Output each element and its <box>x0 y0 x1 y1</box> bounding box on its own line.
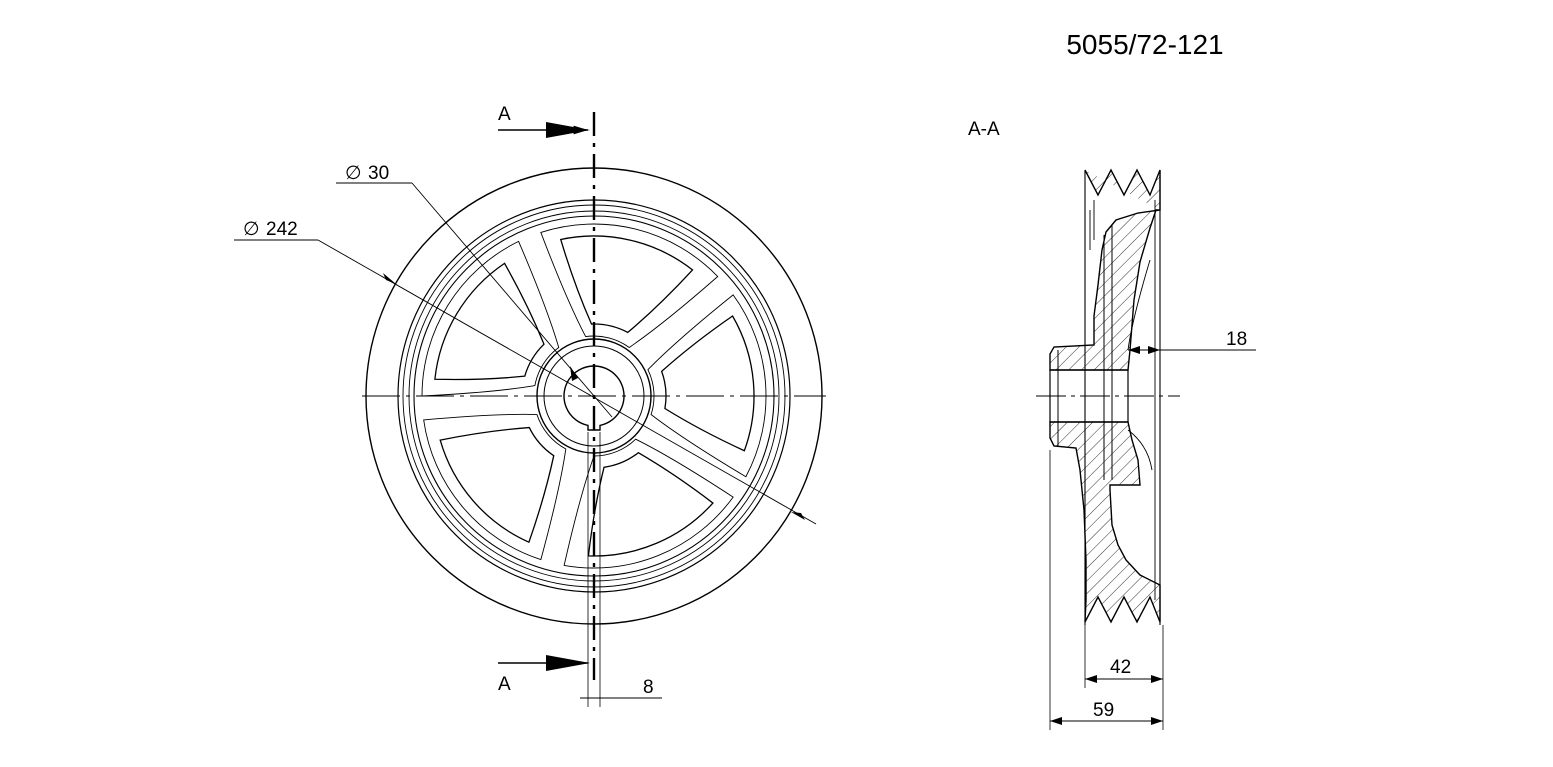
part-number: 5055/72-121 <box>1066 29 1223 60</box>
section-view: A-A 18 42 59 <box>968 119 1256 730</box>
section-lower-body <box>1049 421 1161 624</box>
hub-outer-circle <box>536 338 652 454</box>
section-label-top: A <box>498 104 511 125</box>
spoke-window-opening <box>587 451 714 557</box>
dim-width-arrow-1 <box>1050 717 1062 725</box>
dim-od-arrow-2 <box>791 512 805 520</box>
spoke-window-rib <box>540 223 719 349</box>
rim-inner-circle <box>397 199 791 593</box>
dim-groove-value: 42 <box>1110 657 1131 678</box>
dim-keyway-value: 8 <box>643 677 654 698</box>
section-arrow-top-head <box>546 122 590 138</box>
dim-rim-arrow-2 <box>1148 346 1160 354</box>
dim-rim-value: 18 <box>1226 329 1247 350</box>
section-arrow-bottom-head <box>546 655 590 671</box>
spoke-window-rib <box>421 240 560 397</box>
section-bore <box>1049 369 1129 423</box>
rim-circle-2 <box>402 204 786 588</box>
section-label-bottom: A <box>498 674 511 695</box>
hub-inner-circle <box>543 345 645 447</box>
dim-od-line <box>317 239 817 525</box>
dim-od-arrow-1 <box>383 273 396 284</box>
dim-bore-symbol: ∅ <box>345 163 362 184</box>
spoke-window-opening <box>439 426 555 544</box>
section-curve-1 <box>1127 259 1151 351</box>
spoke-window-opening <box>660 315 755 452</box>
dim-width-arrow-2 <box>1151 717 1163 725</box>
dim-od-symbol: ∅ <box>243 219 260 240</box>
pulley-outer-circle <box>365 167 823 625</box>
section-upper-body <box>1049 168 1161 371</box>
dim-bore-value: 30 <box>368 163 389 184</box>
dim-width-value: 59 <box>1093 700 1114 721</box>
bore-keyway <box>563 365 625 431</box>
spoke-window-rib <box>647 294 767 478</box>
section-curve-3 <box>1089 200 1095 250</box>
dim-groove-arrow-2 <box>1151 675 1163 683</box>
dim-od-value: 242 <box>266 219 298 240</box>
dim-bore-line <box>411 182 613 418</box>
spoke-window-rib <box>563 438 734 569</box>
spoke-window-opening <box>434 262 545 381</box>
rim-circle-3 <box>408 210 780 582</box>
dim-rim-arrow-1 <box>1128 346 1140 354</box>
front-view: A A ∅ 30 ∅ 242 8 <box>234 104 826 707</box>
spoke-windows <box>421 223 767 569</box>
dim-bore-arrow <box>570 366 578 381</box>
section-curve-2 <box>1127 429 1153 471</box>
spoke-window-opening <box>559 235 694 334</box>
dim-groove-arrow-1 <box>1085 675 1097 683</box>
rim-circle-4 <box>413 215 775 577</box>
spoke-window-rib <box>423 413 567 561</box>
section-title: A-A <box>968 119 1000 140</box>
